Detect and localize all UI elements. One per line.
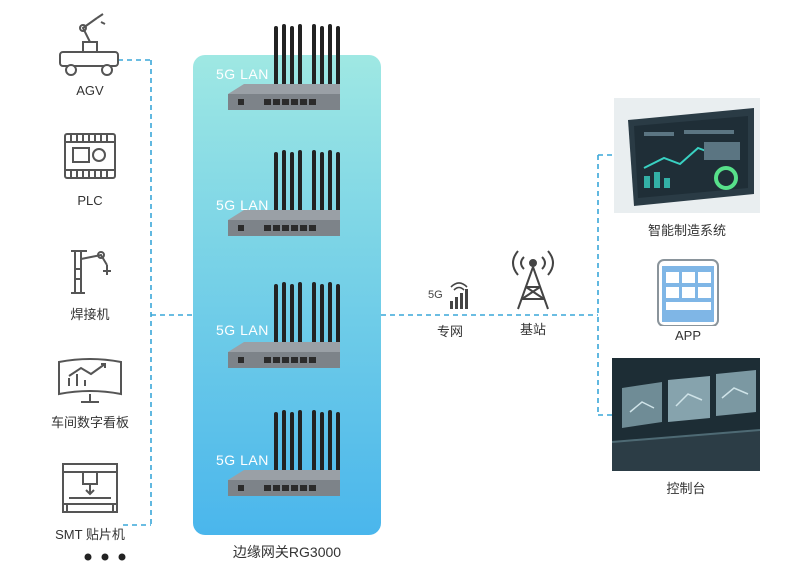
private-network-label: 专网 <box>436 324 463 339</box>
lan-label-4: 5G LAN <box>216 452 269 468</box>
plc-icon <box>64 133 116 179</box>
router-4 <box>228 410 340 496</box>
more-devices-ellipsis <box>80 549 130 567</box>
lan-label-1: 5G LAN <box>216 66 269 82</box>
agv-robot-icon <box>59 13 119 76</box>
agv-device: AGV <box>55 10 125 102</box>
smt-machine-icon <box>62 463 118 513</box>
agv-label: AGV <box>76 83 104 98</box>
signal-5g-text: 5G <box>428 289 443 301</box>
welding-machine-icon <box>71 250 111 294</box>
mobile-app-icon <box>657 259 719 327</box>
base-station-label: 基站 <box>519 322 546 337</box>
lan-label-3: 5G LAN <box>216 322 269 338</box>
control-console-node: 控制台 <box>611 358 761 498</box>
dashboard-device: 车间数字看板 <box>45 356 135 436</box>
router-3 <box>228 282 340 368</box>
welding-label: 焊接机 <box>70 307 110 322</box>
smt-label: SMT 贴片机 <box>55 527 125 542</box>
control-console-icon <box>611 358 761 471</box>
gateway-panel <box>193 55 381 535</box>
dashboard-board-icon <box>58 358 122 403</box>
signal-bars-icon <box>450 282 468 309</box>
gateway-label: 边缘网关RG3000 <box>232 544 342 560</box>
smart-manufacturing-screen-icon <box>614 98 760 213</box>
smart-manufacturing-node: 智能制造系统 <box>614 98 760 238</box>
dashboard-label: 车间数字看板 <box>50 415 129 430</box>
base-station-node: 基站 <box>498 245 568 340</box>
plc-label: PLC <box>77 193 103 208</box>
lan-label-2: 5G LAN <box>216 197 269 213</box>
control-console-label: 控制台 <box>666 481 706 496</box>
router-2 <box>228 150 340 236</box>
smart-manufacturing-label: 智能制造系统 <box>647 223 726 238</box>
welding-device: 焊接机 <box>55 245 125 325</box>
router-1 <box>228 24 340 110</box>
app-label: APP <box>674 328 701 343</box>
base-station-tower-icon <box>512 250 554 310</box>
app-node: APP <box>650 258 726 348</box>
private-network-node: 5G 专网 <box>425 277 475 339</box>
smt-device: SMT 贴片机 <box>45 460 135 542</box>
plc-device: PLC <box>55 130 125 210</box>
